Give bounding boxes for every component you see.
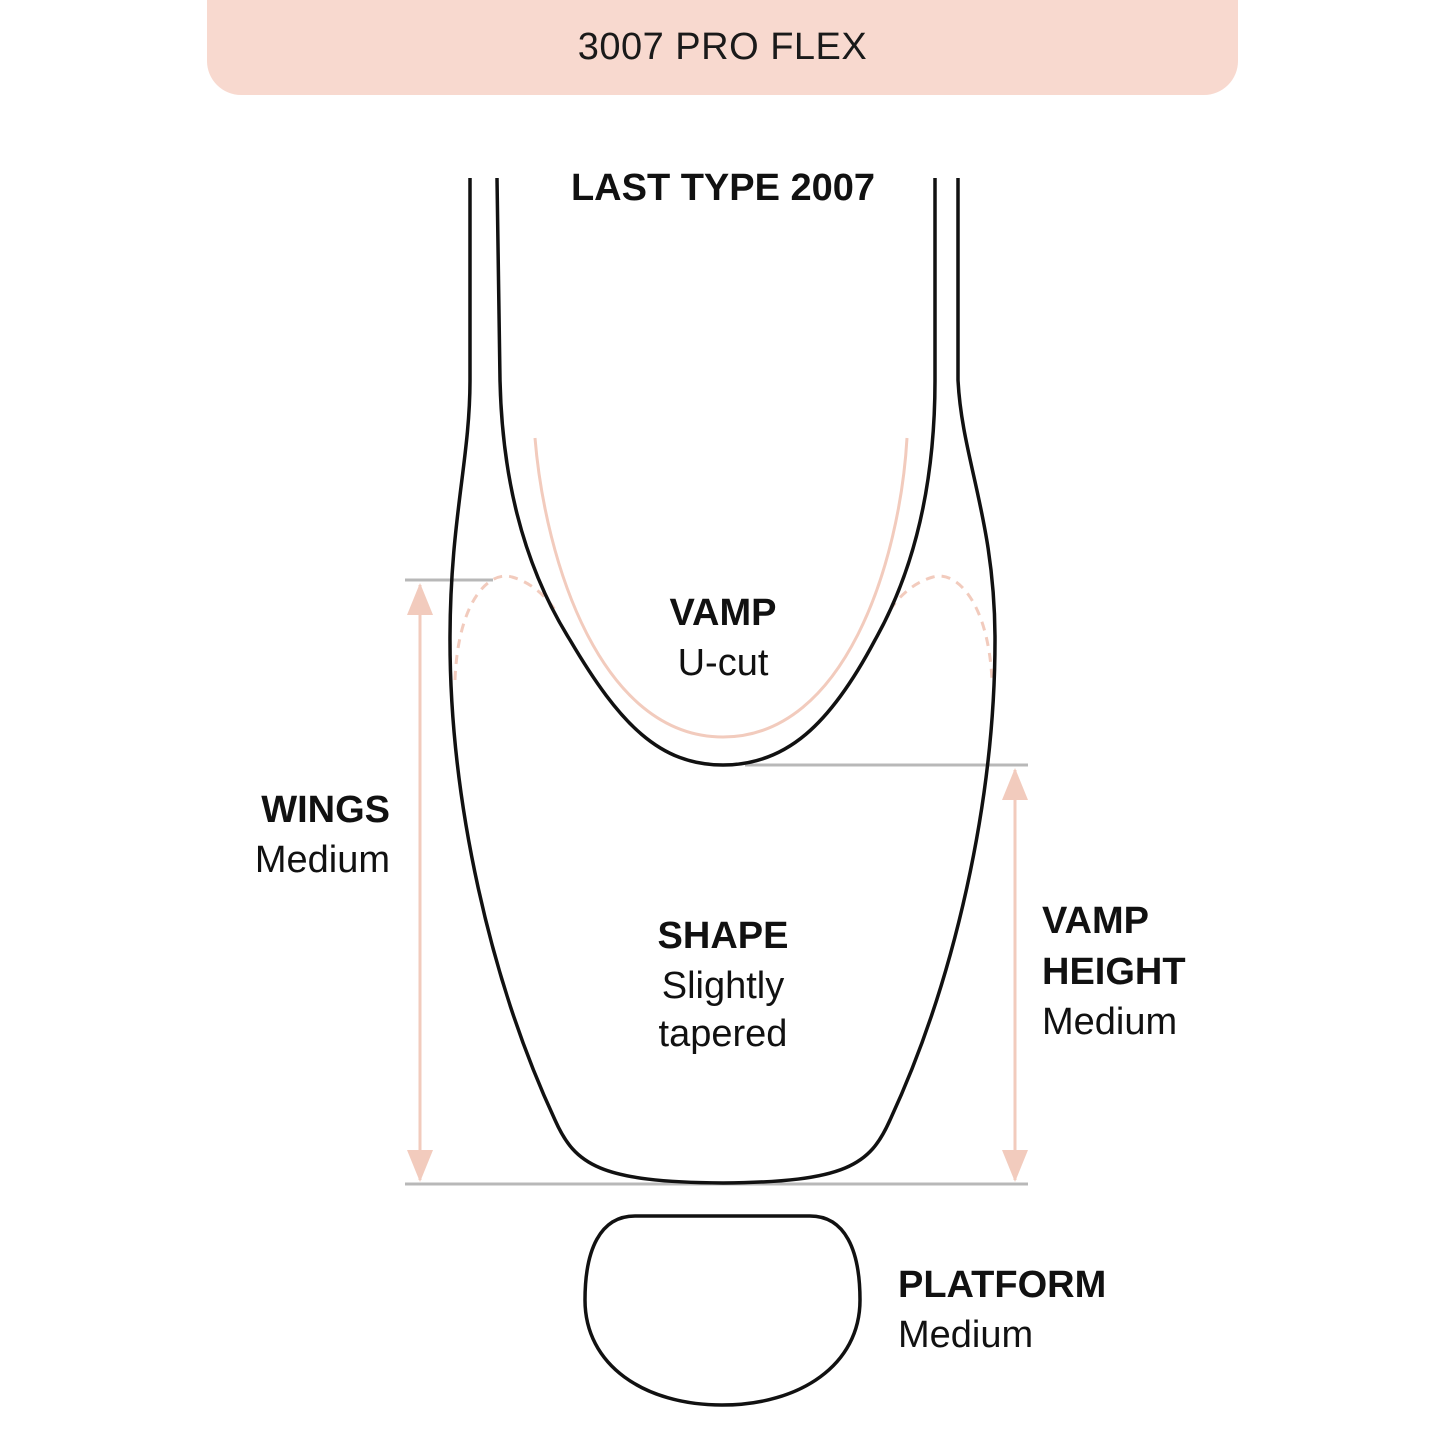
title-banner: 3007 PRO FLEX bbox=[207, 0, 1238, 95]
vamp-label: VAMP bbox=[670, 592, 777, 634]
shoe-outline bbox=[448, 177, 997, 1185]
platform-value: Medium bbox=[898, 1314, 1033, 1356]
vamp-height-label-line2: HEIGHT bbox=[1042, 951, 1186, 993]
vamp-cut-line bbox=[533, 437, 909, 739]
last-type-label: LAST TYPE 2007 bbox=[571, 167, 875, 209]
vamp-value: U-cut bbox=[678, 642, 769, 684]
platform-label: PLATFORM bbox=[898, 1264, 1106, 1306]
shape-value-line2: tapered bbox=[659, 1013, 788, 1055]
vamp-height-value: Medium bbox=[1042, 1001, 1177, 1043]
product-title: 3007 PRO FLEX bbox=[577, 26, 868, 68]
shape-value-line1: Slightly bbox=[662, 965, 785, 1007]
wings-label: WINGS bbox=[261, 789, 390, 831]
shape-label: SHAPE bbox=[658, 915, 789, 957]
wing-arcs bbox=[453, 574, 994, 681]
wings-value: Medium bbox=[255, 839, 390, 881]
platform-shape bbox=[583, 1214, 862, 1407]
vamp-height-label-line1: VAMP bbox=[1042, 900, 1149, 942]
